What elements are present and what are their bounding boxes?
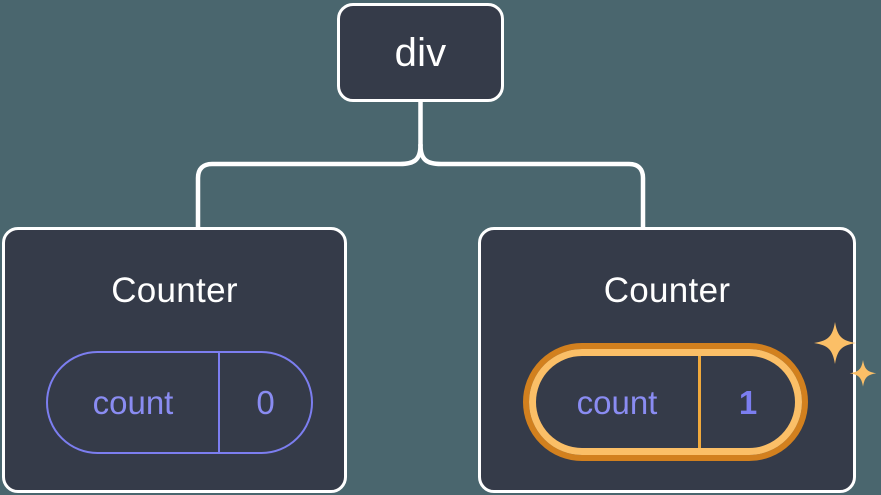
state-label-left: count bbox=[48, 353, 220, 452]
node-counter-left-title: Counter bbox=[111, 271, 238, 310]
node-div[interactable]: div bbox=[337, 3, 504, 102]
state-pill-left[interactable]: count 0 bbox=[46, 351, 313, 454]
sparkle-large-icon bbox=[814, 322, 856, 364]
node-div-label: div bbox=[394, 30, 447, 75]
state-value-right: 1 bbox=[738, 383, 758, 421]
state-label-right: count bbox=[536, 356, 701, 448]
node-counter-right[interactable]: Counter count 1 bbox=[478, 227, 877, 493]
connector-branch-right bbox=[418, 142, 646, 230]
state-value-left: 0 bbox=[256, 384, 275, 421]
node-counter-left[interactable]: Counter count 0 bbox=[2, 227, 347, 493]
node-counter-right-title: Counter bbox=[603, 271, 731, 310]
sparkle-group bbox=[814, 322, 877, 387]
state-pill-right-inner-ring: count 1 bbox=[529, 349, 802, 455]
state-pill-right-highlighted[interactable]: count 1 bbox=[523, 343, 808, 461]
sparkle-small-icon bbox=[849, 360, 877, 387]
connector-branch-left bbox=[195, 142, 423, 230]
